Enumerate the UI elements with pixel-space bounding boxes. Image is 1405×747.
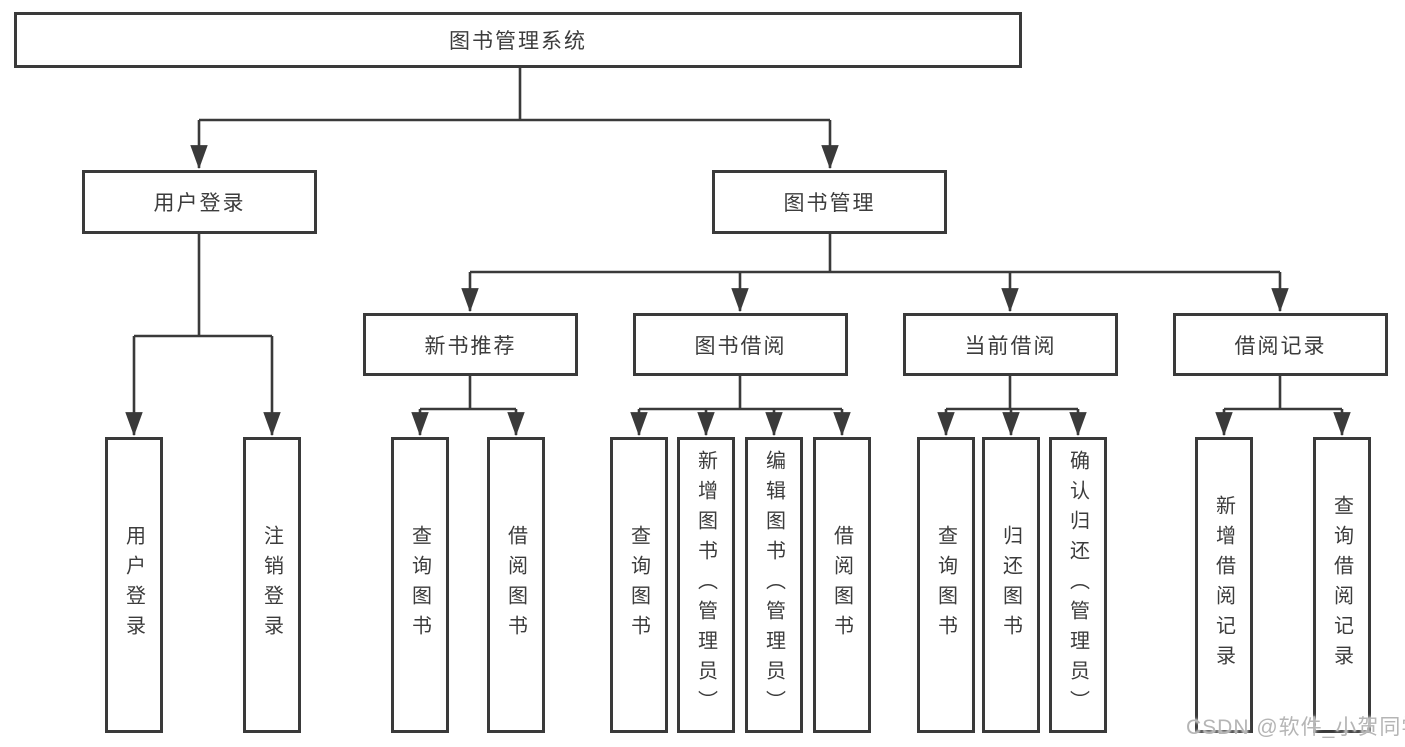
node-label: 图书管理 (783, 192, 876, 215)
node-borrow-records: 借阅记录 (1173, 313, 1388, 376)
leaf-borrow-books: 借阅图书 (813, 437, 871, 733)
node-label: 查询图书 (408, 525, 431, 645)
node-label: 借阅记录 (1234, 334, 1327, 358)
node-label: 新增图书（管理员） (694, 450, 717, 720)
leaf-user-login: 用户登录 (105, 437, 163, 733)
node-label: 新增借阅记录 (1212, 495, 1235, 675)
watermark: CSDN @软件_小贺同学 (1186, 716, 1405, 739)
leaf-return-book: 归还图书 (982, 437, 1040, 733)
node-book-management: 图书管理 (712, 170, 947, 234)
node-label: 归还图书 (999, 525, 1022, 645)
node-label: 图书管理系统 (449, 30, 587, 53)
node-label: 借阅图书 (504, 525, 527, 645)
node-label: 确认归还（管理员） (1066, 450, 1089, 720)
leaf-logout: 注销登录 (243, 437, 301, 733)
node-label: 用户登录 (153, 192, 246, 215)
node-user-login: 用户登录 (82, 170, 317, 234)
leaf-add-book-admin: 新增图书（管理员） (677, 437, 735, 733)
node-label: 编辑图书（管理员） (762, 450, 785, 720)
node-label: 用户登录 (122, 525, 145, 645)
node-new-book-recommend: 新书推荐 (363, 313, 578, 376)
leaf-edit-book-admin: 编辑图书（管理员） (745, 437, 803, 733)
leaf-query-books-current: 查询图书 (917, 437, 975, 733)
node-label: 当前借阅 (964, 334, 1057, 358)
leaf-query-books-recommend: 查询图书 (391, 437, 449, 733)
leaf-add-borrow-record: 新增借阅记录 (1195, 437, 1253, 733)
node-label: 查询图书 (934, 525, 957, 645)
node-label: 新书推荐 (424, 334, 517, 358)
node-label: 图书借阅 (694, 334, 787, 358)
leaf-query-books-borrow: 查询图书 (610, 437, 668, 733)
node-label: 借阅图书 (830, 525, 853, 645)
leaf-query-borrow-record: 查询借阅记录 (1313, 437, 1371, 733)
node-label: 查询借阅记录 (1330, 495, 1353, 675)
leaf-borrow-books-recommend: 借阅图书 (487, 437, 545, 733)
node-book-borrow: 图书借阅 (633, 313, 848, 376)
node-label: 查询图书 (627, 525, 650, 645)
node-current-borrow: 当前借阅 (903, 313, 1118, 376)
node-label: 注销登录 (260, 525, 283, 645)
node-library-system: 图书管理系统 (14, 12, 1022, 68)
leaf-confirm-return-admin: 确认归还（管理员） (1049, 437, 1107, 733)
